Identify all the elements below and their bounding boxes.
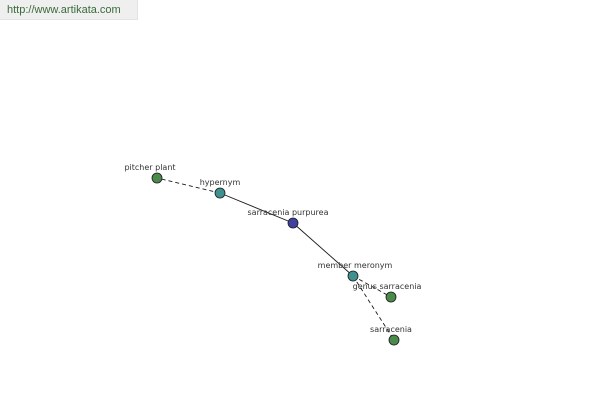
node-hypernym[interactable] [214,187,226,199]
node-member-meronym[interactable] [347,270,359,282]
node-label-member-meronym: member meronym [318,261,393,270]
node-label-sarracenia: sarracenia [370,325,412,334]
node-label-genus-sarracenia: genus sarracenia [353,282,422,291]
edge-n2-n1 [219,192,294,224]
edge-n3-n4 [352,275,392,298]
node-sarracenia-purpurea[interactable] [287,217,299,229]
url-banner: http://www.artikata.com [0,0,138,20]
node-pitcher-plant[interactable] [151,172,163,184]
node-layer [151,172,400,346]
node-label-hypernym: hypernym [200,178,241,187]
label-layer: pitcher plant hypernym sarracenia purpurea… [124,163,421,334]
edge-n1-n0 [156,177,221,194]
node-label-pitcher-plant: pitcher plant [124,163,175,172]
edge-layer [156,177,395,341]
edge-n2-n3 [292,222,354,277]
edge-n3-n5 [352,275,395,341]
node-sarracenia[interactable] [388,334,400,346]
node-label-sarracenia-purpurea: sarracenia purpurea [248,208,329,217]
node-genus-sarracenia[interactable] [385,291,397,303]
site-link[interactable]: http://www.artikata.com [7,4,121,16]
